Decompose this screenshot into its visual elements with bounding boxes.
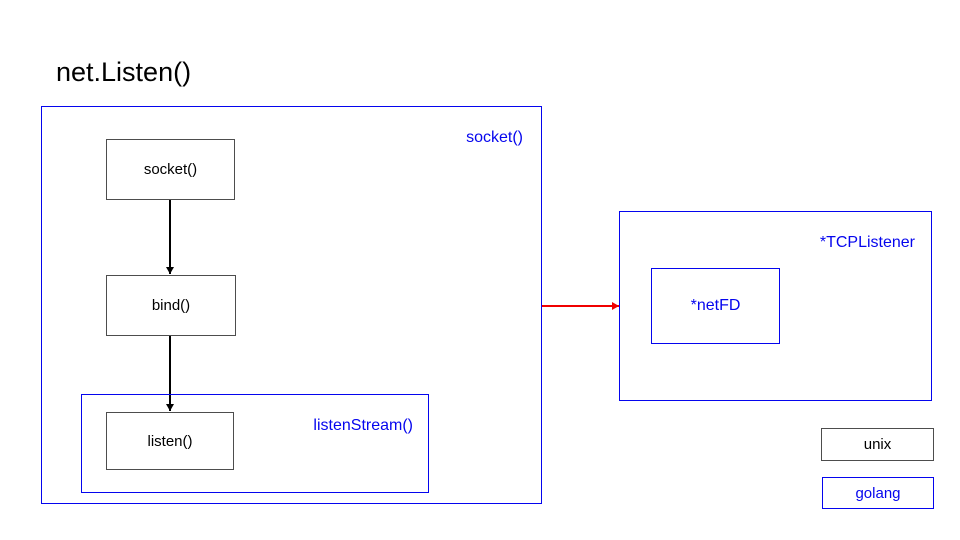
- netfd-box: *netFD: [651, 268, 780, 344]
- flow-box-socket-label: socket(): [143, 161, 198, 178]
- socket-container-label: socket(): [466, 129, 523, 146]
- flow-box-bind: bind(): [106, 275, 236, 336]
- arrow-bind-to-listen: [169, 336, 171, 411]
- netfd-label: *netFD: [690, 297, 741, 314]
- arrow-socket-to-bind: [169, 200, 171, 274]
- arrow-socket-to-tcplistener: [542, 305, 619, 307]
- legend-golang-label: golang: [855, 484, 901, 502]
- legend-golang-box: golang: [822, 477, 934, 509]
- flow-box-listen-label: listen(): [147, 432, 193, 450]
- listen-stream-box: listenStream(): [81, 394, 429, 493]
- tcp-listener-label: *TCPListener: [819, 234, 915, 251]
- legend-unix-box: unix: [821, 428, 934, 461]
- listen-stream-label: listenStream(): [313, 417, 413, 434]
- legend-unix-label: unix: [863, 436, 892, 453]
- flow-box-socket: socket(): [106, 139, 235, 200]
- diagram-title: net.Listen(): [56, 57, 192, 87]
- flow-box-bind-label: bind(): [151, 297, 191, 314]
- tcp-listener-box: *TCPListener: [619, 211, 932, 401]
- flow-box-listen: listen(): [106, 412, 234, 470]
